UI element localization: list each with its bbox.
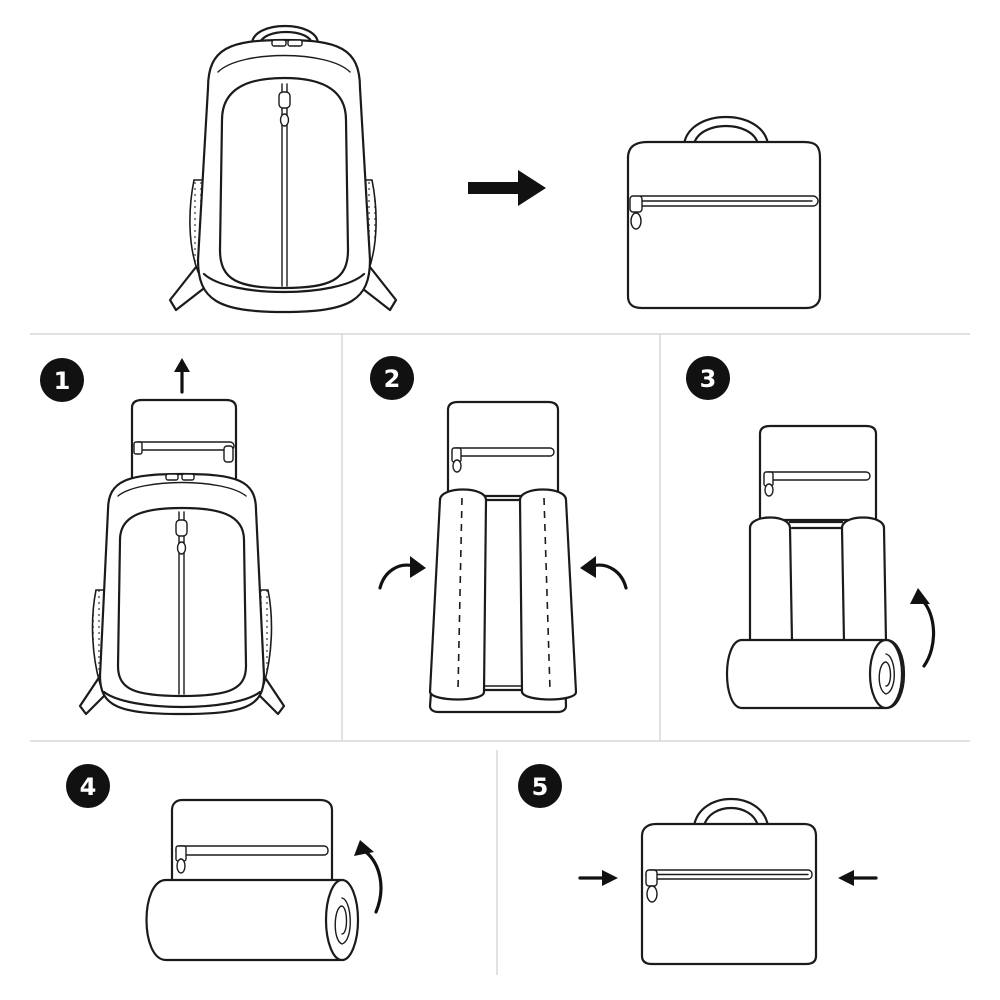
step-5-number: 5	[532, 773, 549, 801]
fold-in-arrow-right	[580, 556, 628, 590]
step-1-number: 1	[54, 367, 71, 395]
overview-bag	[626, 116, 822, 310]
step-3-panel: 3	[686, 356, 936, 710]
step-5-panel: 5	[518, 764, 878, 966]
pull-up-arrow	[174, 358, 190, 394]
step-2-number: 2	[384, 365, 401, 393]
step-4-number: 4	[80, 773, 97, 801]
step-2-panel: 2	[370, 356, 628, 714]
step-1-panel: 1	[40, 358, 286, 716]
step-4-badge: 4	[66, 764, 110, 808]
roll-up-arrow-step-4	[354, 840, 383, 914]
roll-up-arrow-step-3	[910, 588, 936, 668]
step-2-badge: 2	[370, 356, 414, 400]
panel-dividers	[30, 333, 970, 975]
step-1-badge: 1	[40, 358, 84, 402]
overview-arrow	[468, 170, 546, 206]
step-3-badge: 3	[686, 356, 730, 400]
fold-in-arrow-left	[378, 556, 426, 590]
step-3-number: 3	[700, 365, 717, 393]
compress-arrow-left	[578, 870, 618, 886]
overview-backpack	[168, 25, 398, 314]
compress-arrow-right	[838, 870, 878, 886]
step-4-panel: 4	[66, 764, 383, 962]
step-5-badge: 5	[518, 764, 562, 808]
